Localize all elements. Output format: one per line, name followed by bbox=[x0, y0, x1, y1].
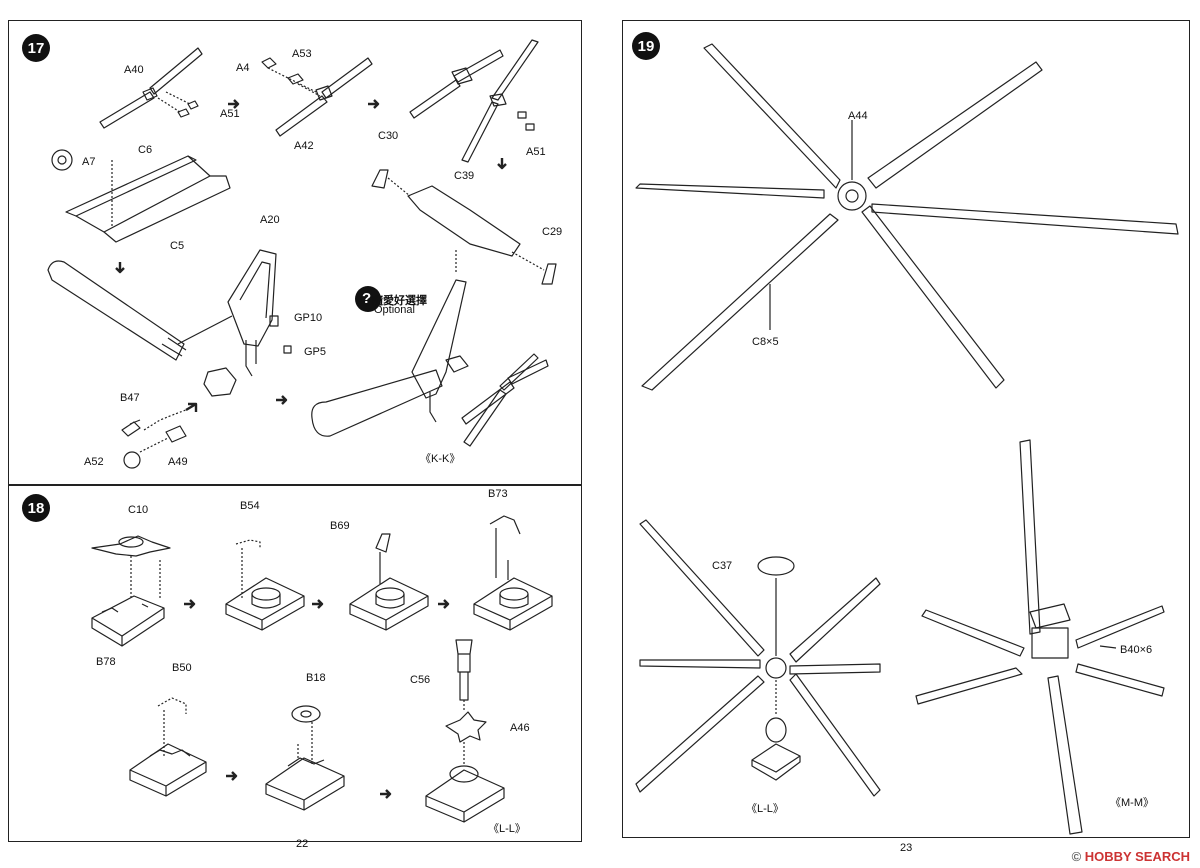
optional-question-icon: ? bbox=[362, 290, 372, 307]
watermark-logo: © HOBBY SEARCH bbox=[1071, 849, 1190, 864]
part-label-A53: A53 bbox=[292, 48, 312, 60]
part-label-B54: B54 bbox=[240, 500, 260, 512]
part-label-A51: A51 bbox=[526, 146, 546, 158]
part-label-B40: B40×6 bbox=[1120, 644, 1153, 656]
part-label-A44: A44 bbox=[848, 110, 868, 122]
tail-rotor-blade bbox=[149, 47, 203, 95]
part-label-C6: C6 bbox=[138, 144, 153, 156]
tail-rotor-blade bbox=[321, 57, 373, 99]
part-label-A4: A4 bbox=[236, 62, 250, 74]
base-plate bbox=[91, 595, 165, 637]
step-divider bbox=[8, 484, 582, 486]
tail-rotor-blade bbox=[99, 91, 155, 129]
part-label-A52: A52 bbox=[84, 456, 104, 468]
right-page bbox=[622, 20, 1190, 838]
part-label-C56: C56 bbox=[410, 674, 431, 686]
part-label-C29: C29 bbox=[542, 226, 563, 238]
left-page bbox=[8, 20, 582, 842]
part-label-A49: A49 bbox=[168, 456, 188, 468]
gearbox bbox=[203, 367, 237, 397]
step-17-badge: 17 bbox=[22, 34, 50, 62]
part-label-B69: B69 bbox=[330, 520, 350, 532]
main-rotor-top bbox=[635, 43, 1179, 391]
part-label-C30: C30 bbox=[378, 130, 399, 142]
part-label-A20: A20 bbox=[260, 214, 280, 226]
page-number-left: 22 bbox=[296, 838, 309, 850]
part-label-B50: B50 bbox=[172, 662, 192, 674]
part-label-GP10: GP10 bbox=[294, 312, 323, 324]
part-label-C8: C8×5 bbox=[752, 336, 779, 348]
part-label-B47: B47 bbox=[120, 392, 140, 404]
optional-note-cn: 隨愛好選擇 bbox=[372, 295, 427, 307]
optional-note-en: Optional bbox=[374, 304, 415, 316]
part-label-C39: C39 bbox=[454, 170, 475, 182]
part-label-B78: B78 bbox=[96, 656, 116, 668]
part-label-A51: A51 bbox=[220, 108, 240, 120]
part-label-A7: A7 bbox=[82, 156, 96, 168]
part-label-GP5: GP5 bbox=[304, 346, 327, 358]
page-number-right: 23 bbox=[900, 842, 913, 854]
part-label-B73: B73 bbox=[488, 488, 508, 500]
step-18-badge: 18 bbox=[22, 494, 50, 522]
rotor-hub-base bbox=[225, 539, 305, 631]
part-label-C5: C5 bbox=[170, 240, 185, 252]
part-label-C37: C37 bbox=[712, 560, 733, 572]
part-label-A40: A40 bbox=[124, 64, 144, 76]
part-label-A46: A46 bbox=[510, 722, 530, 734]
tail-rotor-blade bbox=[275, 95, 328, 137]
step-19-badge: 19 bbox=[632, 32, 660, 60]
part-label-C10: C10 bbox=[128, 504, 149, 516]
part-label-B18: B18 bbox=[306, 672, 326, 684]
view-label-m: 《M-M》 bbox=[1110, 797, 1154, 809]
view-label-l: 《L-L》 bbox=[746, 803, 784, 815]
view-label: 《L-L》 bbox=[488, 823, 526, 835]
view-label: 《K-K》 bbox=[420, 453, 461, 465]
part-label-A42: A42 bbox=[294, 140, 314, 152]
